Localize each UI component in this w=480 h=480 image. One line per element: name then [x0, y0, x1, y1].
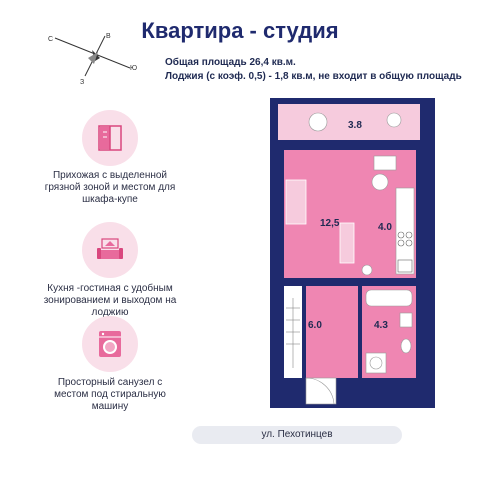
- feature-text-kitchen: Кухня -гостиная с удобным зонированием и…: [43, 283, 177, 318]
- sink-icon: [397, 259, 413, 273]
- loggia-chair-icon: [308, 112, 328, 132]
- sofa-icon: [82, 222, 138, 278]
- washing-machine-icon: [82, 316, 138, 372]
- loggia-area-text: Лоджия (с коэф. 0,5) - 1,8 кв.м, не вход…: [165, 71, 462, 82]
- wardrobe-icon: [82, 110, 138, 166]
- washbasin-icon: [399, 312, 413, 328]
- entrance-door-icon: [305, 377, 337, 405]
- kitchen-stool-icon: [361, 264, 373, 276]
- label-kitchen: 4.0: [378, 222, 392, 233]
- compass-south: Ю: [130, 65, 137, 72]
- plant-icon: [386, 112, 402, 128]
- street-label: ул. Пехотинцев: [192, 426, 402, 444]
- hallway-room: [306, 286, 358, 378]
- sofa-plan-icon: [285, 179, 307, 225]
- feature-text-hallway: Прихожая с выделенной грязной зоной и ме…: [44, 170, 176, 205]
- compass-west: З: [80, 79, 84, 86]
- kitchen-chair-icon: [373, 155, 397, 171]
- feature-text-bathroom: Просторный санузел с местом под стиральн…: [54, 377, 166, 412]
- label-hall: 6.0: [308, 320, 322, 331]
- stove-burner-icon: [397, 231, 405, 239]
- kitchen-table-icon: [371, 173, 389, 191]
- compass-north: С: [48, 36, 53, 43]
- compass-axis-ns: [54, 37, 131, 69]
- label-loggia: 3.8: [348, 120, 362, 131]
- toilet-icon: [400, 338, 412, 354]
- washing-machine-plan-icon: [365, 352, 387, 374]
- page-title: Квартира - студия: [141, 18, 339, 43]
- total-area-text: Общая площадь 26,4 кв.м.: [165, 57, 296, 68]
- floor-plan: 3.8 12,5 4.0 6.0 4.3: [270, 98, 435, 408]
- bathtub-icon: [365, 289, 413, 307]
- tv-stand-icon: [339, 222, 355, 264]
- label-living: 12,5: [320, 218, 340, 229]
- compass-east: В: [106, 33, 111, 40]
- label-bathroom: 4.3: [374, 320, 388, 331]
- compass-rose: С В Ю З: [48, 33, 137, 86]
- kitchen-counter: [395, 187, 415, 275]
